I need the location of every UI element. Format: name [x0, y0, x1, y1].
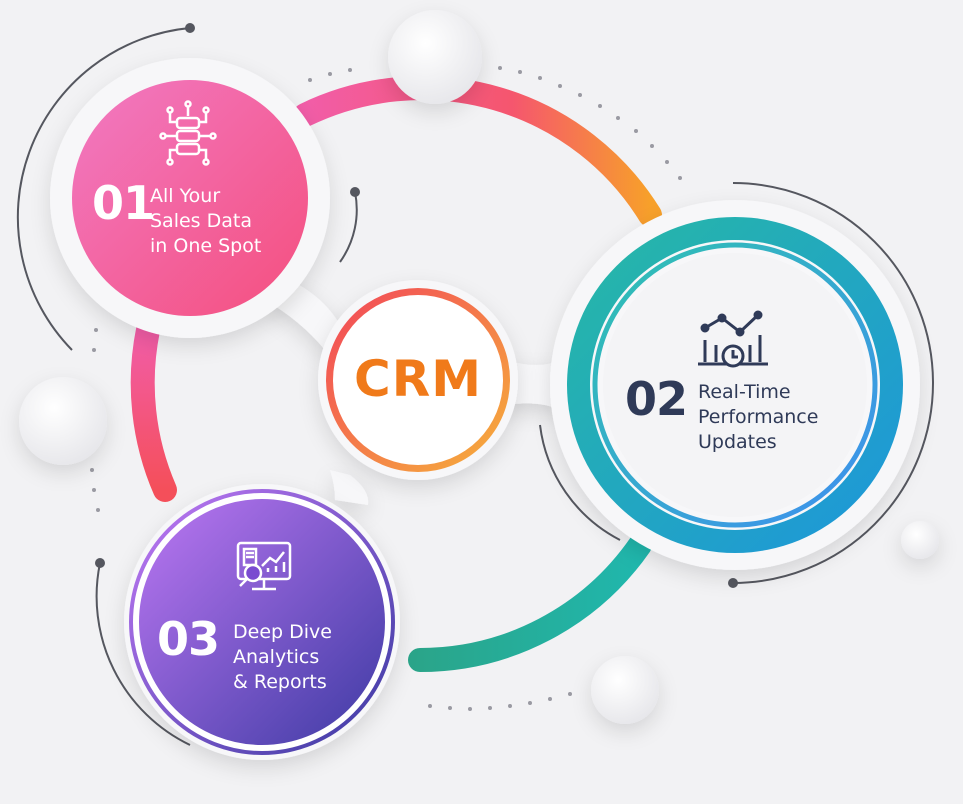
step-2-node: [550, 200, 920, 570]
step-2-number: 02: [625, 372, 688, 426]
accent-arcs: [16, 27, 934, 746]
step-3-line-2: Analytics: [233, 646, 320, 668]
center-node: [318, 280, 518, 480]
dotted-orbit: [90, 66, 682, 711]
decorative-bubbles: [19, 10, 939, 724]
report-analytics-icon: [236, 541, 292, 591]
step-1-line-1: All Your: [150, 185, 221, 207]
center-label: CRM: [354, 350, 482, 408]
step-1-number: 01: [92, 176, 155, 230]
arc-end-dots: [95, 23, 738, 588]
main-ring: [130, 76, 662, 672]
database-network-icon: [159, 100, 217, 166]
step-2-line-2: Performance: [698, 406, 819, 428]
step-2-line-1: Real-Time: [698, 381, 791, 403]
step-3-label: Deep Dive Analytics & Reports: [233, 620, 332, 695]
step-3-number: 03: [157, 612, 220, 666]
step-3-line-3: & Reports: [233, 671, 327, 693]
step-1-node: [50, 58, 330, 338]
step-3-node: [124, 484, 400, 760]
step-1-line-3: in One Spot: [150, 235, 262, 257]
step-1-label: All Your Sales Data in One Spot: [150, 184, 261, 259]
step-1-line-2: Sales Data: [150, 210, 252, 232]
step-2-line-3: Updates: [698, 431, 777, 453]
step-2-label: Real-Time Performance Updates: [698, 380, 818, 455]
step-3-line-1: Deep Dive: [233, 621, 332, 643]
chart-clock-icon: [698, 310, 768, 368]
